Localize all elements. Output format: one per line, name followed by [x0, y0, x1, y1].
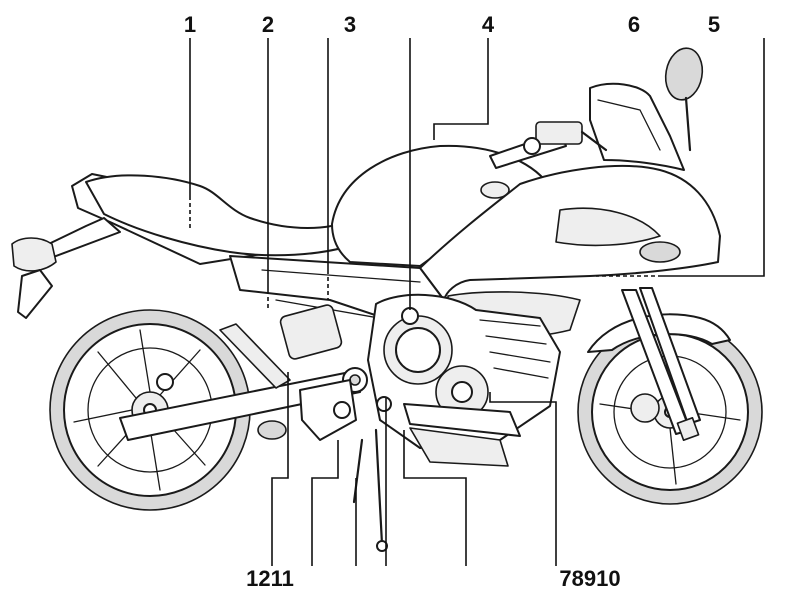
mirror: [664, 47, 704, 152]
seat: [85, 174, 357, 257]
leader-lines: [189, 38, 765, 566]
callout-bottom-left: 1211: [246, 566, 294, 590]
callout-1: 1: [184, 12, 196, 37]
callout-5: 5: [708, 12, 720, 37]
callout-4: 4: [482, 12, 495, 37]
callout-3: 3: [344, 12, 356, 37]
front-fairing: [419, 82, 721, 301]
callout-bottom-right: 78910: [559, 566, 620, 590]
front-fork: [621, 287, 701, 441]
callout-6: 6: [628, 12, 640, 37]
callout-2: 2: [262, 12, 274, 37]
handlebar: [489, 121, 608, 169]
exhaust: [257, 403, 521, 467]
